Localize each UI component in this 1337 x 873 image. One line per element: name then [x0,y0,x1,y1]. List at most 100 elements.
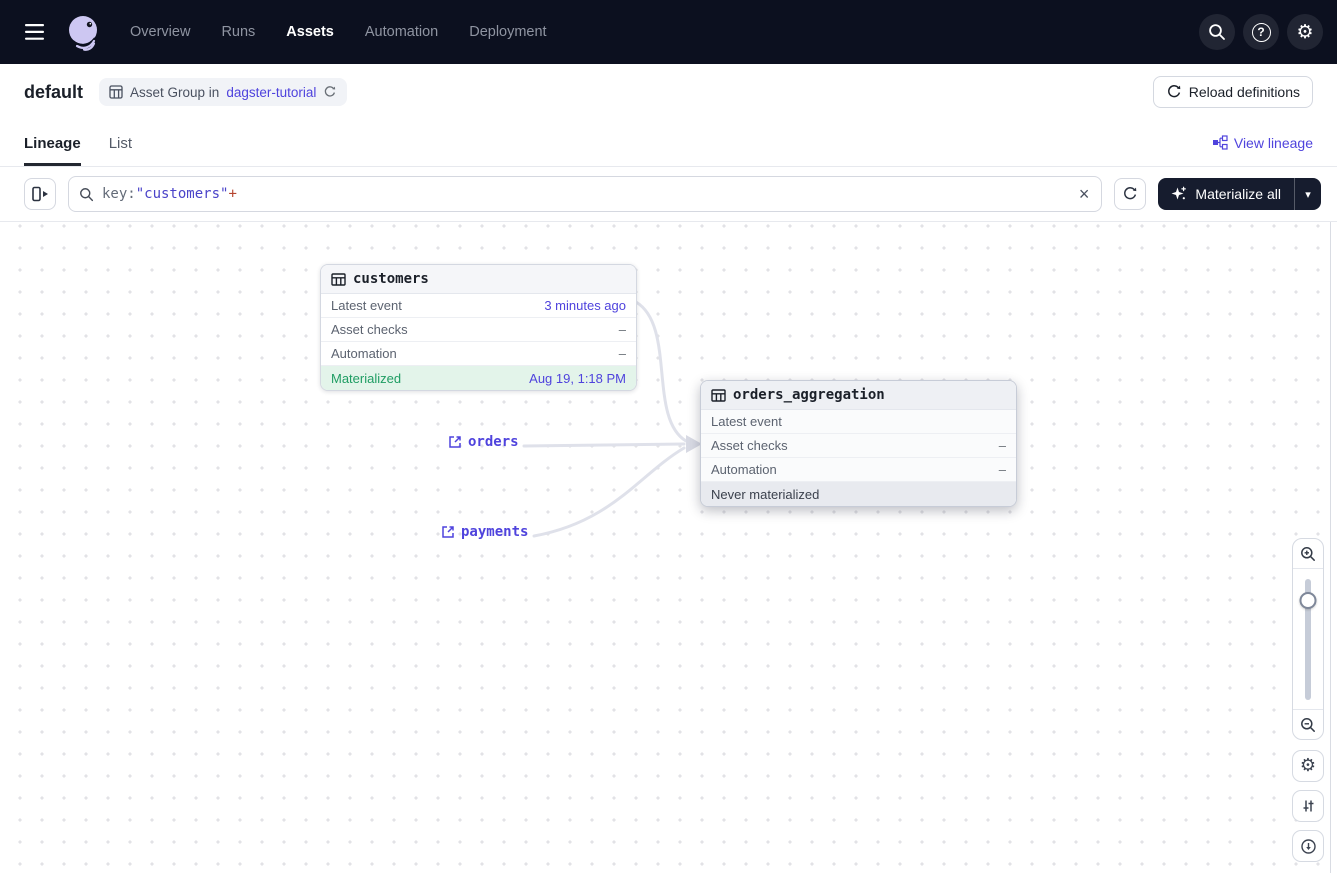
tab-lineage[interactable]: Lineage [24,120,81,166]
row-value: – [998,438,1006,453]
row-value: – [618,322,626,337]
nav-item-automation[interactable]: Automation [364,24,439,40]
help-icon: ? [1251,22,1271,42]
settings-button[interactable]: ⚙ [1287,14,1323,50]
row-label: Asset checks [711,438,788,453]
materialize-all-button[interactable]: Materialize all [1158,178,1294,210]
main-nav-links: Overview Runs Assets Automation Deployme… [130,24,547,40]
refresh-icon [325,86,336,97]
tabs-bar: Lineage List View lineage [0,120,1337,167]
help-button[interactable]: ? [1243,14,1279,50]
graph-settings-button[interactable]: ⚙ [1292,750,1324,782]
lineage-graph-canvas[interactable]: customers Latest event 3 minutes ago Ass… [0,222,1337,873]
panel-expand-icon [32,186,48,202]
status-row-never-materialized: Never materialized [701,482,1016,506]
gear-icon: ⚙ [1296,20,1314,43]
graph-filter-button[interactable] [1292,790,1324,822]
nav-item-assets[interactable]: Assets [286,24,334,40]
materialize-all-label: Materialize all [1195,186,1281,202]
materialize-dropdown-button[interactable]: ▾ [1294,178,1321,210]
external-asset-orders[interactable]: orders [448,434,519,450]
node-row-automation: Automation – [701,458,1016,482]
reload-definitions-label: Reload definitions [1188,84,1300,100]
row-value: – [618,346,626,361]
node-row-asset-checks: Asset checks – [321,318,636,342]
nav-icon-group: ? ⚙ [1199,14,1323,50]
search-query: key:"customers"+ [102,186,1069,202]
search-icon [80,187,94,201]
zoom-slider-handle[interactable] [1299,592,1317,609]
zoom-slider-track[interactable] [1305,579,1311,700]
reload-icon [1167,85,1181,98]
tab-list[interactable]: List [109,120,132,166]
status-row-materialized: Materialized Aug 19, 1:18 PM [321,366,636,390]
view-lineage-link[interactable]: View lineage [1212,120,1313,166]
status-label: Materialized [331,370,402,386]
zoom-out-button[interactable] [1293,709,1323,739]
chevron-down-icon: ▾ [1305,187,1311,201]
asset-node-header[interactable]: orders_aggregation [701,381,1016,410]
top-nav-bar: Overview Runs Assets Automation Deployme… [0,0,1337,64]
zoom-in-icon [1301,546,1315,561]
asset-name: customers [353,271,429,287]
code-location-link[interactable]: dagster-tutorial [226,84,317,100]
page-header: default Asset Group in dagster-tutorial … [0,64,1337,120]
hamburger-menu-icon[interactable] [18,15,52,49]
table-icon [331,272,346,286]
zoom-in-button[interactable] [1293,539,1323,569]
reload-definitions-button[interactable]: Reload definitions [1152,76,1313,108]
asset-node-customers[interactable]: customers Latest event 3 minutes ago Ass… [320,264,637,391]
page-title: default [24,81,84,102]
external-link-icon [449,436,461,448]
row-label: Latest event [711,414,782,429]
status-label: Never materialized [711,486,820,502]
query-key-token: key: [102,186,136,202]
nav-item-runs[interactable]: Runs [221,24,256,40]
recenter-icon [1300,838,1316,854]
sparkle-icon [1171,186,1187,200]
expand-sidebar-button[interactable] [24,178,56,210]
recenter-view-button[interactable] [1292,830,1324,862]
table-icon [109,85,123,99]
graph-toolbar: key:"customers"+ × Materialize all ▾ [0,167,1337,222]
edge-customers-to-aggregation [634,300,688,443]
materialize-split-button: Materialize all ▾ [1158,178,1321,210]
latest-event-link[interactable]: 3 minutes ago [544,298,626,313]
gear-icon: ⚙ [1299,755,1317,776]
refresh-graph-button[interactable] [1114,178,1147,210]
dagster-logo[interactable] [62,10,106,54]
nav-item-overview[interactable]: Overview [130,24,191,40]
materialization-timestamp-link[interactable]: Aug 19, 1:18 PM [529,370,626,386]
asset-group-badge: Asset Group in dagster-tutorial [99,78,348,106]
node-row-automation: Automation – [321,342,636,366]
external-link-icon [442,526,454,538]
edge-orders-to-aggregation [522,442,686,448]
zoom-slider[interactable] [1293,569,1323,709]
asset-node-header[interactable]: customers [321,265,636,294]
row-label: Latest event [331,298,402,313]
table-icon [711,388,726,402]
external-asset-payments[interactable]: payments [441,524,528,540]
external-asset-label: orders [468,434,519,450]
external-asset-label: payments [461,524,529,540]
lineage-graph-icon [1212,135,1228,150]
right-panel-edge [1330,222,1337,873]
edge-layer [522,300,702,538]
asset-search-input[interactable]: key:"customers"+ × [68,176,1103,212]
row-label: Automation [711,462,777,477]
search-button[interactable] [1199,14,1235,50]
node-row-latest-event: Latest event [701,410,1016,434]
asset-node-orders-aggregation[interactable]: orders_aggregation Latest event Asset ch… [700,380,1017,507]
row-label: Asset checks [331,322,408,337]
query-operator-token: + [228,186,237,202]
zoom-control-group [1292,538,1324,740]
zoom-out-icon [1301,717,1315,732]
view-lineage-label: View lineage [1233,135,1313,151]
node-row-latest-event: Latest event 3 minutes ago [321,294,636,318]
node-row-asset-checks: Asset checks – [701,434,1016,458]
query-value-token: "customers" [135,186,229,202]
clear-search-button[interactable]: × [1078,184,1090,204]
badge-text: Asset Group in [130,84,220,100]
nav-item-deployment[interactable]: Deployment [469,24,547,40]
row-value: – [998,462,1006,477]
